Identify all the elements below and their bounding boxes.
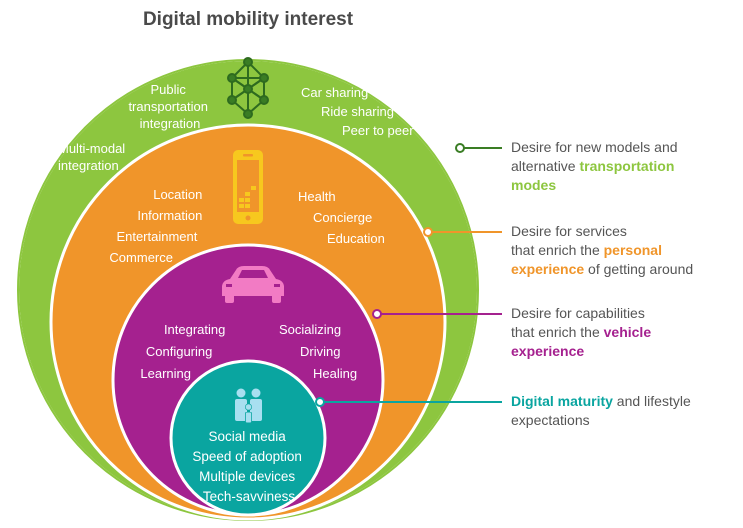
third-left-line: Learning	[140, 366, 191, 381]
highlight-digital-maturity: Digital maturity	[511, 393, 613, 409]
outer-right-line: Car sharing	[301, 85, 368, 100]
third-right-text: Socializing Driving Healing	[279, 322, 357, 381]
smartphone-icon	[233, 150, 263, 224]
annotation-line: Desire for services	[511, 223, 627, 239]
outer-right-line: Ride sharing	[321, 104, 394, 119]
highlight-transportation: transportation	[579, 158, 675, 174]
annotation-line: alternative transportation	[511, 157, 678, 176]
inner-line: Speed of adoption	[192, 449, 302, 464]
outer-right-text: Car sharing Ride sharing Peer to peer	[301, 85, 414, 138]
annotation-line: that enrich the vehicle	[511, 323, 651, 342]
annotation-text: and lifestyle	[612, 393, 691, 409]
leader-line-personal	[423, 227, 502, 237]
car-icon	[222, 266, 284, 303]
annotation-text: that enrich the	[511, 242, 604, 258]
second-right-line: Education	[327, 231, 385, 246]
outer-left-line: Public	[150, 82, 186, 97]
leader-line-vehicle	[372, 309, 502, 319]
highlight-experience: experience	[511, 343, 585, 359]
annotation-vehicle: Desire for capabilities that enrich the …	[511, 304, 651, 361]
highlight-personal: personal	[603, 242, 662, 258]
annotation-personal: Desire for services that enrich the pers…	[511, 222, 693, 279]
outer-left-line: transportation	[128, 99, 208, 114]
annotation-text: that enrich the	[511, 324, 604, 340]
inner-line: Social media	[208, 429, 286, 444]
annotation-line: Digital maturity and lifestyle	[511, 392, 691, 411]
highlight-modes: modes	[511, 177, 557, 193]
outer-left2-text: Multi-modal integration	[58, 141, 129, 173]
inner-line: Tech-savviness	[203, 489, 296, 504]
leader-line-digital	[315, 397, 502, 407]
outer-right-line: Peer to peer	[342, 123, 414, 138]
inner-ring-digital-maturity	[169, 359, 327, 517]
second-left-line: Entertainment	[116, 229, 197, 244]
annotation-line: Desire for new models and	[511, 139, 678, 155]
leader-line-transportation	[455, 143, 502, 153]
outer-left-text: Public transportation integration	[128, 82, 211, 131]
second-left-line: Information	[137, 208, 202, 223]
second-right-line: Concierge	[313, 210, 372, 225]
second-left-line: Commerce	[109, 250, 173, 265]
inner-text: Social media Speed of adoption Multiple …	[192, 429, 305, 504]
diagram-title: Digital mobility interest	[143, 9, 354, 30]
third-left-text: Integrating Configuring Learning	[140, 322, 229, 381]
highlight-vehicle: vehicle	[603, 324, 652, 340]
annotation-text: alternative	[511, 158, 580, 174]
annotation-line: experience of getting around	[511, 260, 693, 279]
annotation-transportation: Desire for new models and alternative tr…	[511, 138, 678, 195]
annotation-line: expectations	[511, 412, 590, 428]
network-mesh-icon	[227, 57, 269, 119]
second-right-text: Health Concierge Education	[298, 189, 385, 246]
outer-left2-line: Multi-modal	[58, 141, 125, 156]
third-right-line: Socializing	[279, 322, 341, 337]
annotation-text: of getting around	[584, 261, 694, 277]
third-right-line: Driving	[300, 344, 340, 359]
annotation-line: that enrich the personal	[511, 241, 693, 260]
outer-left2-line: integration	[58, 158, 119, 173]
second-right-line: Health	[298, 189, 336, 204]
second-left-line: Location	[153, 187, 202, 202]
third-left-line: Integrating	[164, 322, 225, 337]
third-right-line: Healing	[313, 366, 357, 381]
annotation-line: Desire for capabilities	[511, 305, 645, 321]
annotation-digital: Digital maturity and lifestyle expectati…	[511, 392, 691, 430]
second-left-text: Location Information Entertainment Comme…	[109, 187, 206, 265]
family-icon	[235, 388, 262, 423]
third-left-line: Configuring	[146, 344, 213, 359]
inner-line: Multiple devices	[199, 469, 295, 484]
highlight-experience: experience	[511, 261, 585, 277]
outer-left-line: integration	[140, 116, 201, 131]
